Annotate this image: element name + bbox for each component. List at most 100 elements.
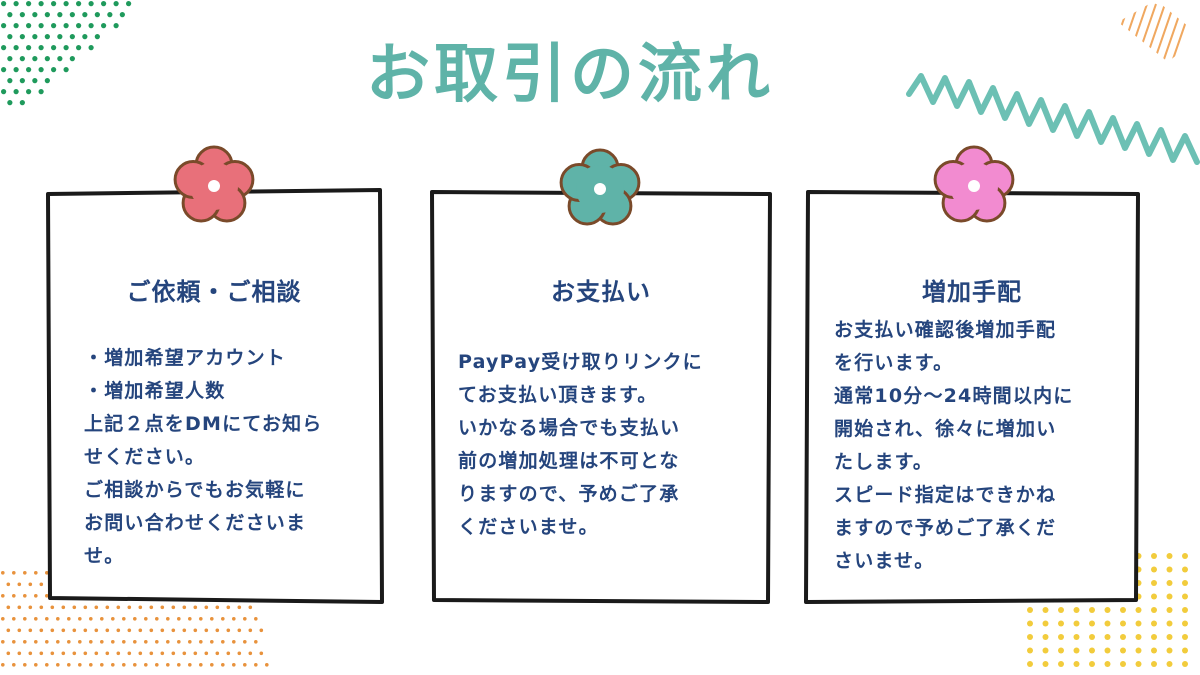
pattern-dot xyxy=(105,628,110,633)
pattern-dot xyxy=(100,640,104,644)
pattern-dot xyxy=(28,582,33,587)
card-heading: 増加手配 xyxy=(922,278,1022,306)
pattern-dot xyxy=(1089,620,1095,627)
pattern-dot xyxy=(1073,620,1080,627)
pattern-dot xyxy=(1135,661,1142,667)
pattern-dot xyxy=(199,640,203,644)
teal-flower-icon xyxy=(559,148,641,226)
pattern-dot xyxy=(1027,647,1033,654)
pattern-dot xyxy=(171,605,176,610)
pattern-dot xyxy=(51,23,57,29)
pattern-dot xyxy=(259,651,264,656)
pattern-dot xyxy=(243,640,247,644)
pattern-dot xyxy=(26,23,32,29)
pattern-dot xyxy=(101,23,107,29)
pattern-dot xyxy=(44,12,50,18)
card-body-line: 前の増加処理は不可とな xyxy=(458,450,680,472)
pattern-dot xyxy=(1104,647,1111,654)
pattern-dot xyxy=(1104,661,1111,667)
pattern-dot xyxy=(232,617,236,621)
pattern-dot xyxy=(1166,553,1173,559)
pattern-dot xyxy=(1151,553,1157,559)
pattern-dot xyxy=(248,651,253,656)
pattern-dot xyxy=(1073,661,1080,667)
pattern-dot xyxy=(23,663,27,667)
pattern-dot xyxy=(144,663,148,667)
pattern-dot xyxy=(248,605,253,610)
pattern-dot xyxy=(61,605,66,610)
pattern-dot xyxy=(254,640,258,644)
pattern-dot xyxy=(155,663,159,667)
pattern-dot xyxy=(1073,634,1080,640)
pattern-dot xyxy=(221,617,225,621)
pattern-dot xyxy=(32,56,38,62)
pattern-dot xyxy=(226,628,231,633)
card-body-line: を行います。 xyxy=(834,352,954,374)
pattern-dot xyxy=(259,628,264,633)
pink-flower-icon xyxy=(933,145,1015,223)
pattern-dot xyxy=(6,651,11,656)
pattern-dot xyxy=(45,663,49,667)
pattern-dot xyxy=(254,617,258,621)
pattern-dot xyxy=(1166,647,1173,654)
pattern-dot xyxy=(89,663,93,667)
pattern-dot xyxy=(50,605,55,610)
pattern-dot xyxy=(76,23,82,29)
pattern-dot xyxy=(1058,647,1064,654)
pattern-dot xyxy=(210,640,214,644)
pattern-dot xyxy=(17,582,22,587)
pattern-dot xyxy=(94,34,100,40)
pattern-dot xyxy=(1182,566,1188,573)
pattern-dot xyxy=(232,640,236,644)
pattern-dot xyxy=(111,617,115,621)
pattern-dot xyxy=(221,663,225,667)
card-body: お支払い確認後増加手配 を行います。 通常10分〜24時間以内に 開始され、徐々… xyxy=(834,314,1073,578)
pattern-dot xyxy=(1073,647,1080,654)
pattern-dot xyxy=(1058,620,1064,627)
card-body-line: せ。 xyxy=(84,545,125,567)
pattern-dot xyxy=(138,651,143,656)
pattern-dot xyxy=(127,628,132,633)
pattern-dot xyxy=(94,12,100,18)
pattern-dot xyxy=(1058,607,1064,613)
pattern-dot xyxy=(1151,647,1157,654)
pattern-dot xyxy=(199,663,203,667)
card-body-line: ご相談からでもお気軽に xyxy=(84,479,306,501)
pattern-dot xyxy=(7,100,13,106)
pattern-dot xyxy=(122,663,126,667)
pattern-dot xyxy=(63,45,69,51)
pattern-dot xyxy=(1,594,5,598)
pattern-dot xyxy=(38,23,44,29)
pattern-dot xyxy=(6,605,11,610)
pattern-dot xyxy=(1182,620,1188,627)
pattern-dot xyxy=(1,45,7,51)
pattern-dot xyxy=(17,605,22,610)
pattern-dot xyxy=(7,78,13,84)
pattern-dot xyxy=(193,628,198,633)
card-body-line: りますので、予めご了承 xyxy=(458,483,680,505)
pattern-dot xyxy=(1151,566,1157,573)
pattern-dot xyxy=(28,651,33,656)
pattern-dot xyxy=(116,628,121,633)
pattern-dot xyxy=(1166,634,1173,640)
pattern-dot xyxy=(199,617,203,621)
pattern-dot xyxy=(182,605,187,610)
pattern-dot xyxy=(133,617,137,621)
pattern-dot xyxy=(63,23,69,29)
pattern-dot xyxy=(34,617,38,621)
pattern-dot xyxy=(177,640,181,644)
pattern-dot xyxy=(171,628,176,633)
card-body-line: てお支払い頂きます。 xyxy=(458,384,658,406)
pattern-dot xyxy=(19,12,25,18)
pattern-dot xyxy=(237,651,242,656)
pattern-dot xyxy=(1182,593,1188,600)
card-body-line: 開始され、徐々に増加い xyxy=(834,418,1057,440)
pattern-dot xyxy=(45,640,49,644)
pattern-dot xyxy=(78,663,82,667)
pattern-dot xyxy=(63,67,69,73)
page-title: お取引の流れ xyxy=(366,38,774,112)
pattern-dot xyxy=(1058,634,1064,640)
card-frame xyxy=(804,190,1140,604)
stripe-line xyxy=(1153,3,1175,63)
pattern-dot xyxy=(69,12,75,18)
